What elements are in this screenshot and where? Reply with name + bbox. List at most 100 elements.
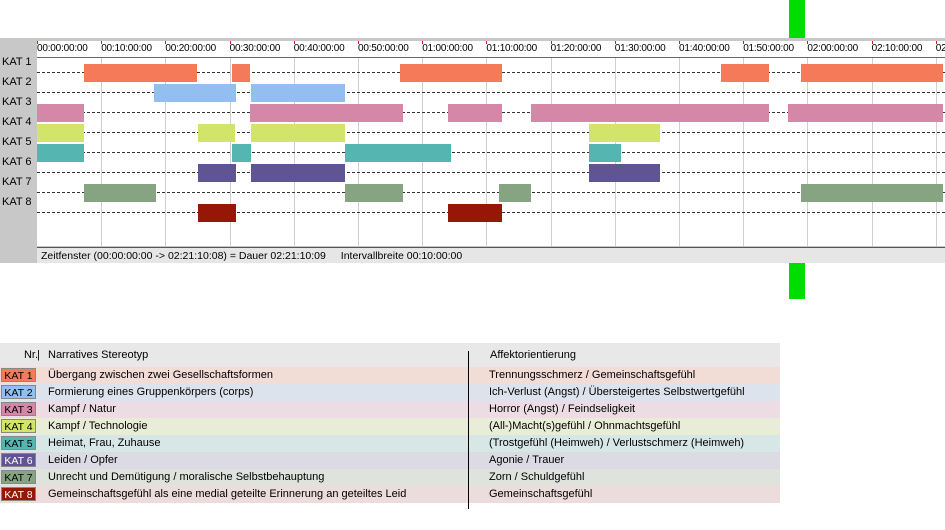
time-tick-label: 02:00:00:00 xyxy=(807,43,859,54)
header-nr: Nr. xyxy=(23,349,38,361)
time-tick-mark xyxy=(486,41,488,44)
narrative-stereotype: Übergang zwischen zwei Gesellschaftsform… xyxy=(48,369,273,381)
playhead-marker-bottom[interactable] xyxy=(789,263,805,299)
category-badge: KAT 2 xyxy=(1,385,36,399)
category-segment[interactable] xyxy=(589,164,660,182)
time-tick-label: 01:40:00:00 xyxy=(679,43,730,54)
category-segment[interactable] xyxy=(788,104,944,122)
category-legend-table: Nr. | Narratives Stereotyp Affektorienti… xyxy=(0,343,780,509)
category-segment[interactable] xyxy=(197,204,237,222)
time-tick-label: 00:20:00:00 xyxy=(165,43,217,54)
affect-orientation: (Trostgefühl (Heimweh) / Verlustschmerz … xyxy=(489,437,745,449)
time-tick-mark xyxy=(614,41,616,44)
time-tick-mark xyxy=(807,41,809,44)
category-segment[interactable] xyxy=(83,64,198,82)
category-segment[interactable] xyxy=(447,204,503,222)
playhead-marker-top[interactable] xyxy=(789,0,805,38)
time-tick-label: 01:30:00:00 xyxy=(614,43,666,54)
time-tick-label: 00:30:00:00 xyxy=(229,43,281,54)
category-row-label: KAT 8 xyxy=(2,196,32,208)
time-tick-label: 01:10:00:00 xyxy=(486,43,538,54)
category-badge: KAT 5 xyxy=(1,436,36,450)
legend-column-divider xyxy=(468,351,469,509)
category-row-line xyxy=(37,92,945,93)
category-row-line xyxy=(37,132,945,133)
time-tick-mark xyxy=(101,41,103,44)
affect-orientation: Zorn / Schuldgefühl xyxy=(489,471,585,483)
category-badge: KAT 1 xyxy=(1,368,36,382)
category-segment[interactable] xyxy=(231,144,251,162)
time-tick-label: 01:50:00:00 xyxy=(743,43,794,54)
affect-orientation: Gemeinschaftsgefühl xyxy=(489,488,593,500)
narrative-stereotype: Kampf / Natur xyxy=(48,403,116,415)
header-separator: | xyxy=(37,349,40,361)
time-tick-label: 00:00:00:00 xyxy=(37,43,88,54)
time-tick-label: 00:50:00:00 xyxy=(358,43,409,54)
narrative-stereotype: Gemeinschaftsgefühl als eine medial gete… xyxy=(48,488,407,500)
category-segment[interactable] xyxy=(250,84,346,102)
category-segment[interactable] xyxy=(589,124,660,142)
time-tick-label: 02:10:00:00 xyxy=(871,43,923,54)
category-segment[interactable] xyxy=(720,64,769,82)
legend-row: KAT 1 Übergang zwischen zwei Gesellschaft… xyxy=(0,367,780,384)
time-tick-mark xyxy=(935,41,937,44)
time-tick-label: 00:40:00:00 xyxy=(293,43,345,54)
category-segment[interactable] xyxy=(37,124,84,142)
category-segment[interactable] xyxy=(499,184,532,202)
category-segment[interactable] xyxy=(83,184,156,202)
category-segment[interactable] xyxy=(197,164,237,182)
category-segment[interactable] xyxy=(800,64,944,82)
time-tick-label: 00:10:00:00 xyxy=(101,43,152,54)
category-badge: KAT 8 xyxy=(1,487,36,501)
category-segment[interactable] xyxy=(197,124,235,142)
time-tick-mark xyxy=(37,41,38,44)
category-badge: KAT 6 xyxy=(1,453,36,467)
category-segment[interactable] xyxy=(800,184,944,202)
category-segment[interactable] xyxy=(37,144,84,162)
category-row-line xyxy=(37,152,945,153)
legend-row: KAT 8 Gemeinschaftsgefühl als eine medial… xyxy=(0,486,780,503)
category-row-label: KAT 4 xyxy=(2,116,32,128)
category-segment[interactable] xyxy=(399,64,503,82)
category-segment[interactable] xyxy=(231,64,251,82)
category-segment[interactable] xyxy=(447,104,503,122)
category-badge: KAT 4 xyxy=(1,419,36,433)
interval-width-status: Intervallbreite 00:10:00:00 xyxy=(340,250,463,262)
time-tick-mark xyxy=(165,41,167,44)
time-tick-mark xyxy=(358,41,359,44)
time-tick-label: 01:00:00:00 xyxy=(422,43,473,54)
category-segment[interactable] xyxy=(345,144,452,162)
category-badge: KAT 3 xyxy=(1,402,36,416)
category-segment[interactable] xyxy=(250,124,346,142)
category-segment[interactable] xyxy=(250,164,346,182)
category-segment[interactable] xyxy=(153,84,237,102)
category-row-label: KAT 6 xyxy=(2,156,32,168)
affect-orientation: Ich-Verlust (Angst) / Übersteigertes Sel… xyxy=(489,386,745,398)
category-segment[interactable] xyxy=(589,144,622,162)
status-bar: Zeitfenster (00:00:00:00 -> 02:21:10:08)… xyxy=(37,247,945,263)
affect-orientation: Agonie / Trauer xyxy=(489,454,565,466)
category-badge: KAT 7 xyxy=(1,470,36,484)
time-tick-mark xyxy=(293,41,295,44)
affect-orientation: (All-)Macht(s)gefühl / Ohnmachtsgefühl xyxy=(489,420,681,432)
time-tick-label: 01:20:00:00 xyxy=(550,43,602,54)
category-segment[interactable] xyxy=(531,104,769,122)
header-stereotype: Narratives Stereotyp xyxy=(48,349,149,361)
time-tick-mark xyxy=(229,41,231,44)
category-segment[interactable] xyxy=(345,184,403,202)
time-tick-mark xyxy=(743,41,745,44)
narrative-stereotype: Heimat, Frau, Zuhause xyxy=(48,437,161,449)
category-row-line xyxy=(37,172,945,173)
category-row-label: KAT 5 xyxy=(2,136,32,148)
affect-orientation: Horror (Angst) / Feindseligkeit xyxy=(489,403,636,415)
affect-orientation: Trennungsschmerz / Gemeinschaftsgefühl xyxy=(489,369,696,381)
category-segment[interactable] xyxy=(250,104,403,122)
category-row-label: KAT 3 xyxy=(2,96,32,108)
timeline-plot-area[interactable]: 00:00:00:00 00:10:00:00 00:20:00:00 00:30:0… xyxy=(37,41,945,246)
legend-rows: KAT 1 Übergang zwischen zwei Gesellschaft… xyxy=(0,367,780,503)
category-segment[interactable] xyxy=(37,104,84,122)
time-ruler[interactable]: 00:00:00:00 00:10:00:00 00:20:00:00 00:30:0… xyxy=(37,41,945,58)
